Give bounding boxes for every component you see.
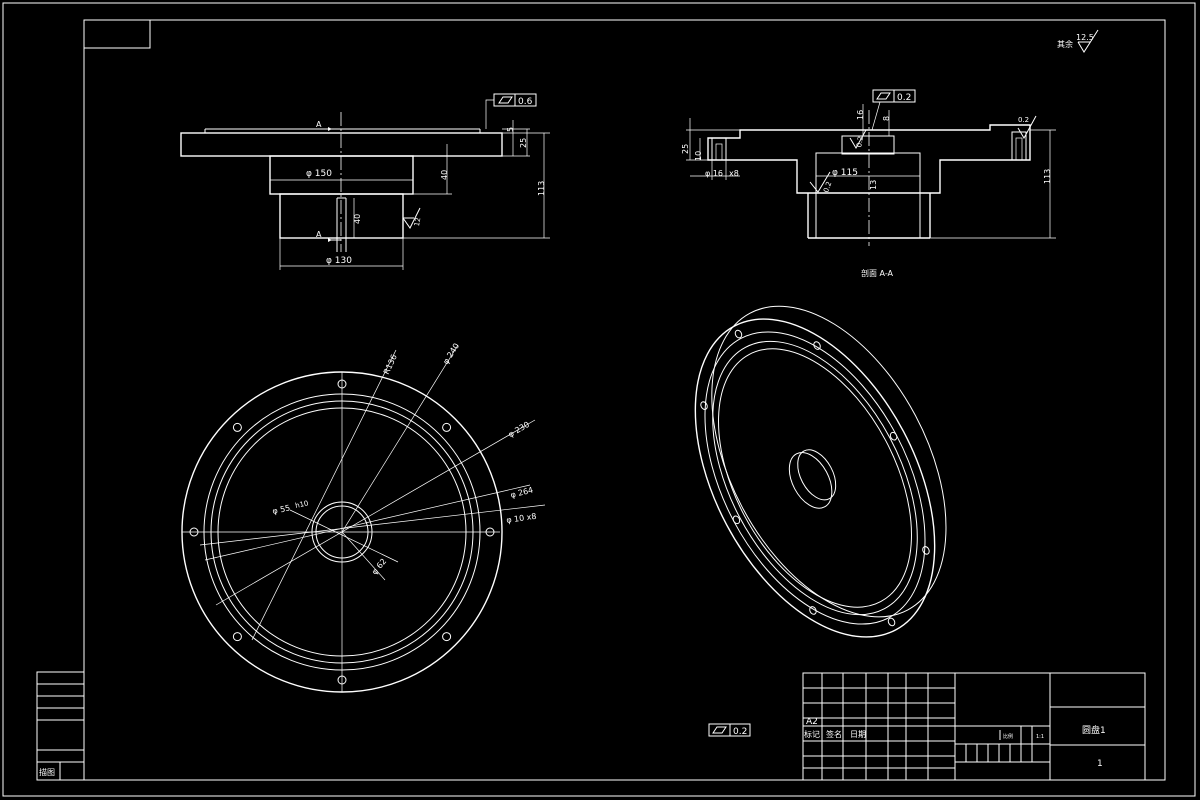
general-roughness-note: 其余 12.5 xyxy=(1057,29,1099,53)
left-revision-strip: 描图 xyxy=(36,671,85,781)
plan-dim-dia-55: φ 55 xyxy=(272,503,291,516)
sec-dim-113: 113 xyxy=(1043,169,1052,184)
front-view: A A φ 150 φ 130 40 40 5 25 113 xyxy=(180,93,550,270)
sec-roughness-a: 0.2 xyxy=(855,136,865,148)
plan-dim-dia-55-tol: h10 xyxy=(294,499,309,510)
col-marker: 标记 xyxy=(804,729,820,739)
isometric-view xyxy=(694,305,947,638)
scale-label: 比例 xyxy=(1003,733,1013,740)
plan-dim-dia-240: φ 240 xyxy=(441,342,461,366)
section-caption: 剖面 A-A xyxy=(861,268,894,278)
dim-40-b: 40 xyxy=(353,214,362,224)
col-signature: 签名 xyxy=(826,729,842,739)
section-mark-top: A xyxy=(316,120,322,129)
sec-dim-13: 13 xyxy=(869,180,878,190)
plan-dim-dia-230: φ 230 xyxy=(507,420,531,439)
sheet-number: 1 xyxy=(1097,759,1103,769)
plan-dim-holes: φ 10 x8 xyxy=(506,512,537,525)
front-tolerance-value: 0.6 xyxy=(518,97,533,107)
sheet-size: A2 xyxy=(806,717,818,727)
plan-dim-dia-62: φ 62 xyxy=(370,557,388,577)
sec-dim-x8: x8 xyxy=(729,169,739,178)
dim-113: 113 xyxy=(537,181,546,196)
sec-roughness-b: 0.2 xyxy=(822,180,833,193)
col-date: 日期 xyxy=(850,730,866,739)
sec-dim-8: 8 xyxy=(882,116,891,121)
bottom-tolerance: 0.2 xyxy=(708,723,751,737)
dim-25: 25 xyxy=(519,138,528,148)
dim-40-a: 40 xyxy=(440,170,449,180)
sec-dim-16-top: 16 xyxy=(856,110,865,120)
general-roughness-value: 12.5 xyxy=(1076,33,1094,42)
roughness-symbol xyxy=(1077,29,1099,53)
plan-view: R136 φ 240 φ 230 φ 264 φ 10 x8 φ 55 h10 … xyxy=(181,342,546,693)
sec-dim-25: 25 xyxy=(681,144,690,154)
bottom-tolerance-value: 0.2 xyxy=(733,727,747,737)
front-roughness: 12 xyxy=(413,217,422,227)
sec-dim-10: 10 xyxy=(694,151,703,161)
sec-tolerance-value: 0.2 xyxy=(897,93,911,103)
scale-value: 1:1 xyxy=(1036,734,1044,740)
sec-dim-dia-115: φ 115 xyxy=(832,168,858,178)
part-name: 圆盘1 xyxy=(1082,724,1106,736)
section-view: 25 10 φ 16 x8 φ 115 16 8 13 113 0.2 0.2 … xyxy=(681,89,1056,278)
dim-dia-130: φ 130 xyxy=(326,256,352,266)
left-strip-label: 描图 xyxy=(39,767,55,777)
dim-dia-150: φ 150 xyxy=(306,169,332,179)
sec-roughness-c: 0.2 xyxy=(1018,116,1029,124)
section-mark-bottom: A xyxy=(316,230,322,239)
dim-5: 5 xyxy=(506,127,515,132)
plan-dim-r136: R136 xyxy=(382,353,399,376)
general-roughness-label: 其余 xyxy=(1057,39,1073,49)
plan-dim-dia-264: φ 264 xyxy=(510,485,535,499)
sec-dim-dia-16: φ 16 xyxy=(705,169,723,178)
title-block: A2 标记 签名 日期 比例 1:1 圆盘1 1 xyxy=(802,672,1146,781)
